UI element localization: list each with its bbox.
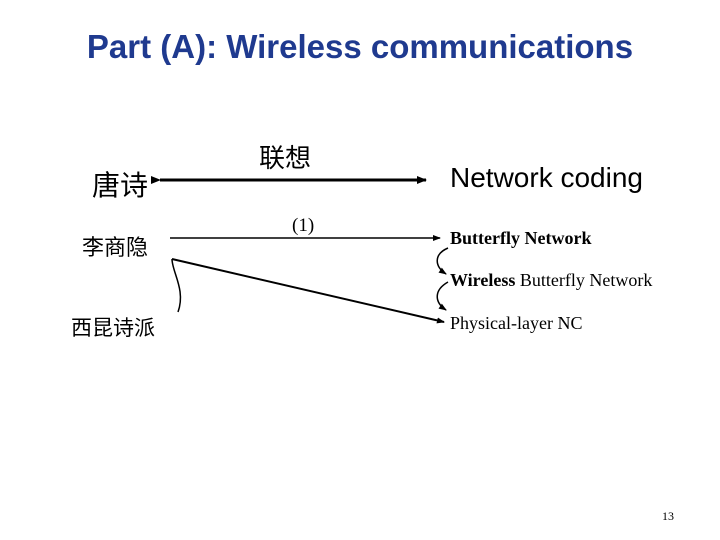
xikun-school-label: 西昆诗派: [71, 316, 155, 340]
li-shangyin-label: 李商隐: [82, 236, 149, 261]
network-coding-label: Network coding: [450, 162, 643, 193]
diagonal-to-physical-layer-arrow: [171, 258, 445, 324]
page-number: 13: [662, 509, 674, 523]
wireless-prefix: Wireless: [450, 270, 516, 290]
wireless-butterfly-network-label: Wireless Butterfly Network: [450, 270, 652, 291]
wireless-rest: Butterfly Network: [515, 270, 653, 290]
physical-layer-nc-label: Physical-layer NC: [450, 313, 583, 333]
wireless-to-physical-curve: [436, 281, 449, 311]
butterfly-to-wireless-curve: [436, 247, 449, 275]
tang-poetry-label: 唐诗: [92, 169, 149, 202]
slide-title: Part (A): Wireless communications: [86, 28, 634, 65]
association-label: 联想: [259, 144, 312, 174]
step-one-label: (1): [292, 215, 315, 236]
butterfly-network-label: Butterfly Network: [450, 228, 592, 248]
xikun-curved-connector: [171, 258, 182, 313]
